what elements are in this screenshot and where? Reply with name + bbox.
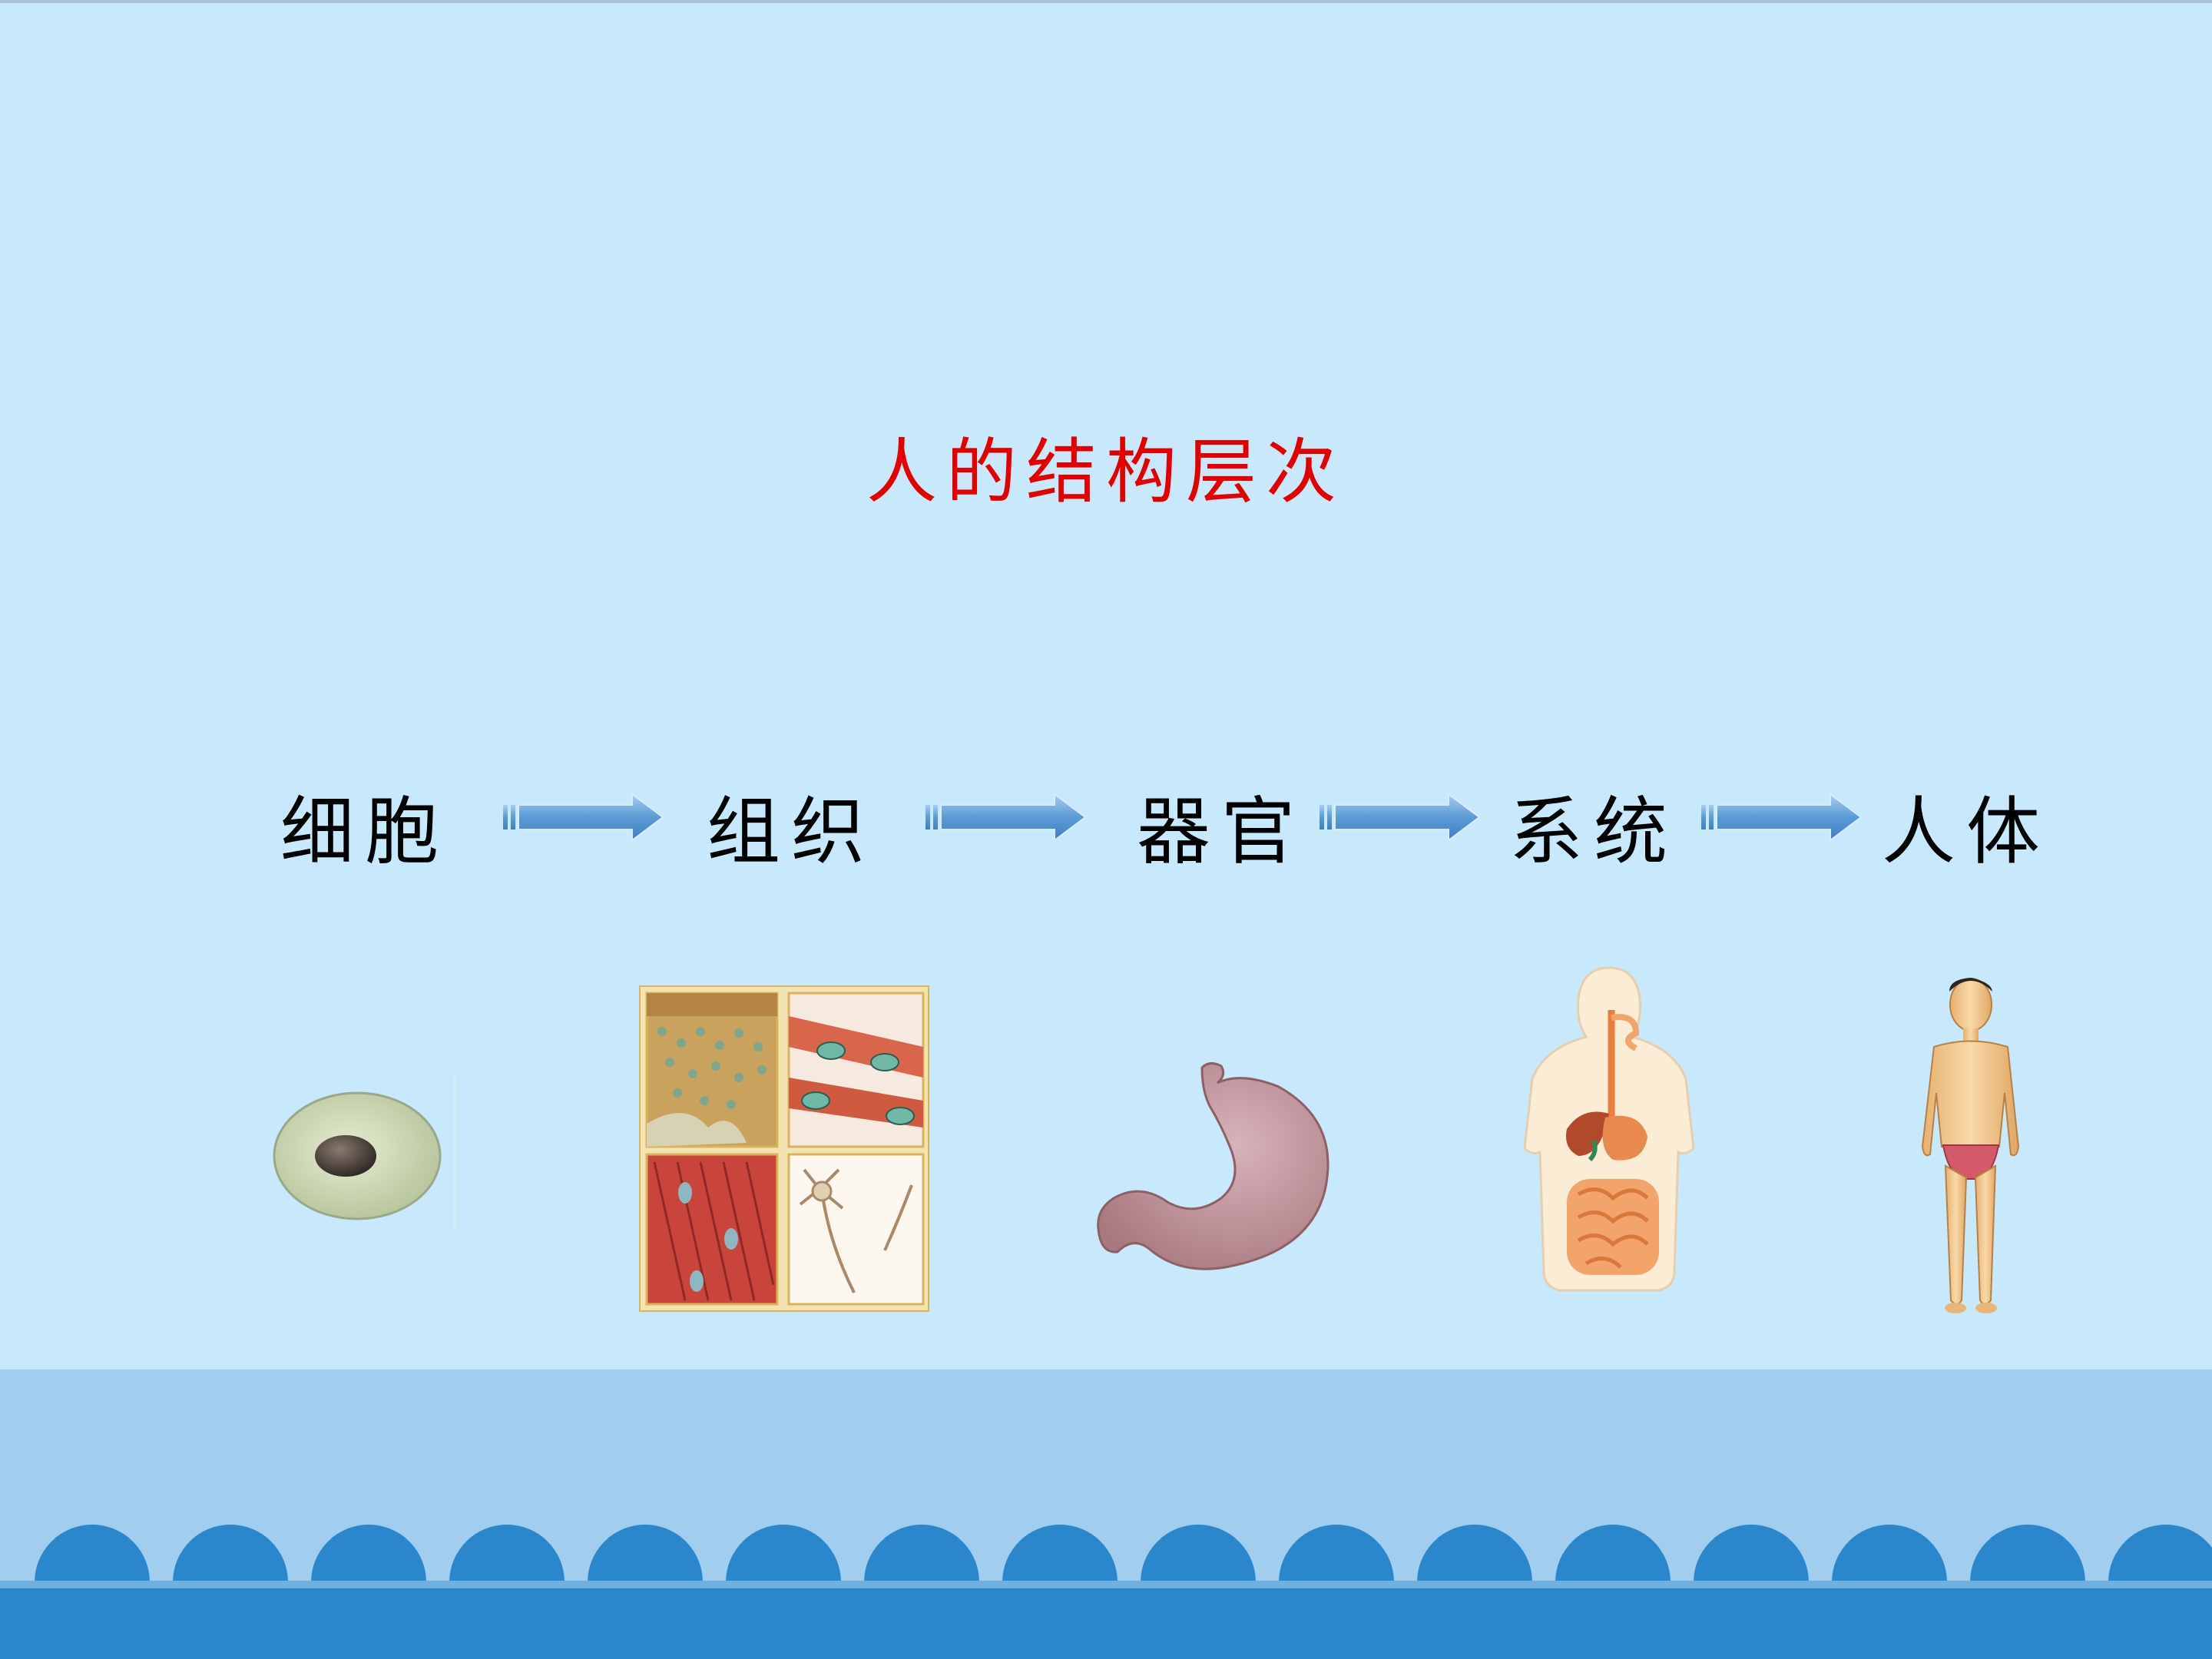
stage-label-tissue: 组织 bbox=[707, 789, 876, 875]
arrow-right-icon bbox=[1701, 793, 1863, 842]
stage-label-body: 人体 bbox=[1882, 789, 2051, 875]
arrow-right-icon bbox=[1320, 793, 1481, 842]
arrow-right-icon bbox=[926, 793, 1087, 842]
digestive-system-icon bbox=[1523, 966, 1695, 1292]
stage-label-organ: 器官 bbox=[1137, 789, 1306, 875]
tissue-icon bbox=[639, 985, 929, 1312]
slide-title: 人的结构层次 bbox=[866, 431, 1346, 513]
top-border bbox=[0, 0, 2212, 3]
stage-label-cell: 细胞 bbox=[280, 789, 449, 875]
human-body-icon bbox=[1921, 978, 2020, 1313]
stage-label-system: 系统 bbox=[1509, 789, 1678, 875]
wave-decoration bbox=[0, 1525, 2212, 1659]
arrow-right-icon bbox=[503, 793, 664, 842]
stomach-icon bbox=[1097, 1062, 1330, 1270]
cell-icon bbox=[273, 1075, 455, 1229]
